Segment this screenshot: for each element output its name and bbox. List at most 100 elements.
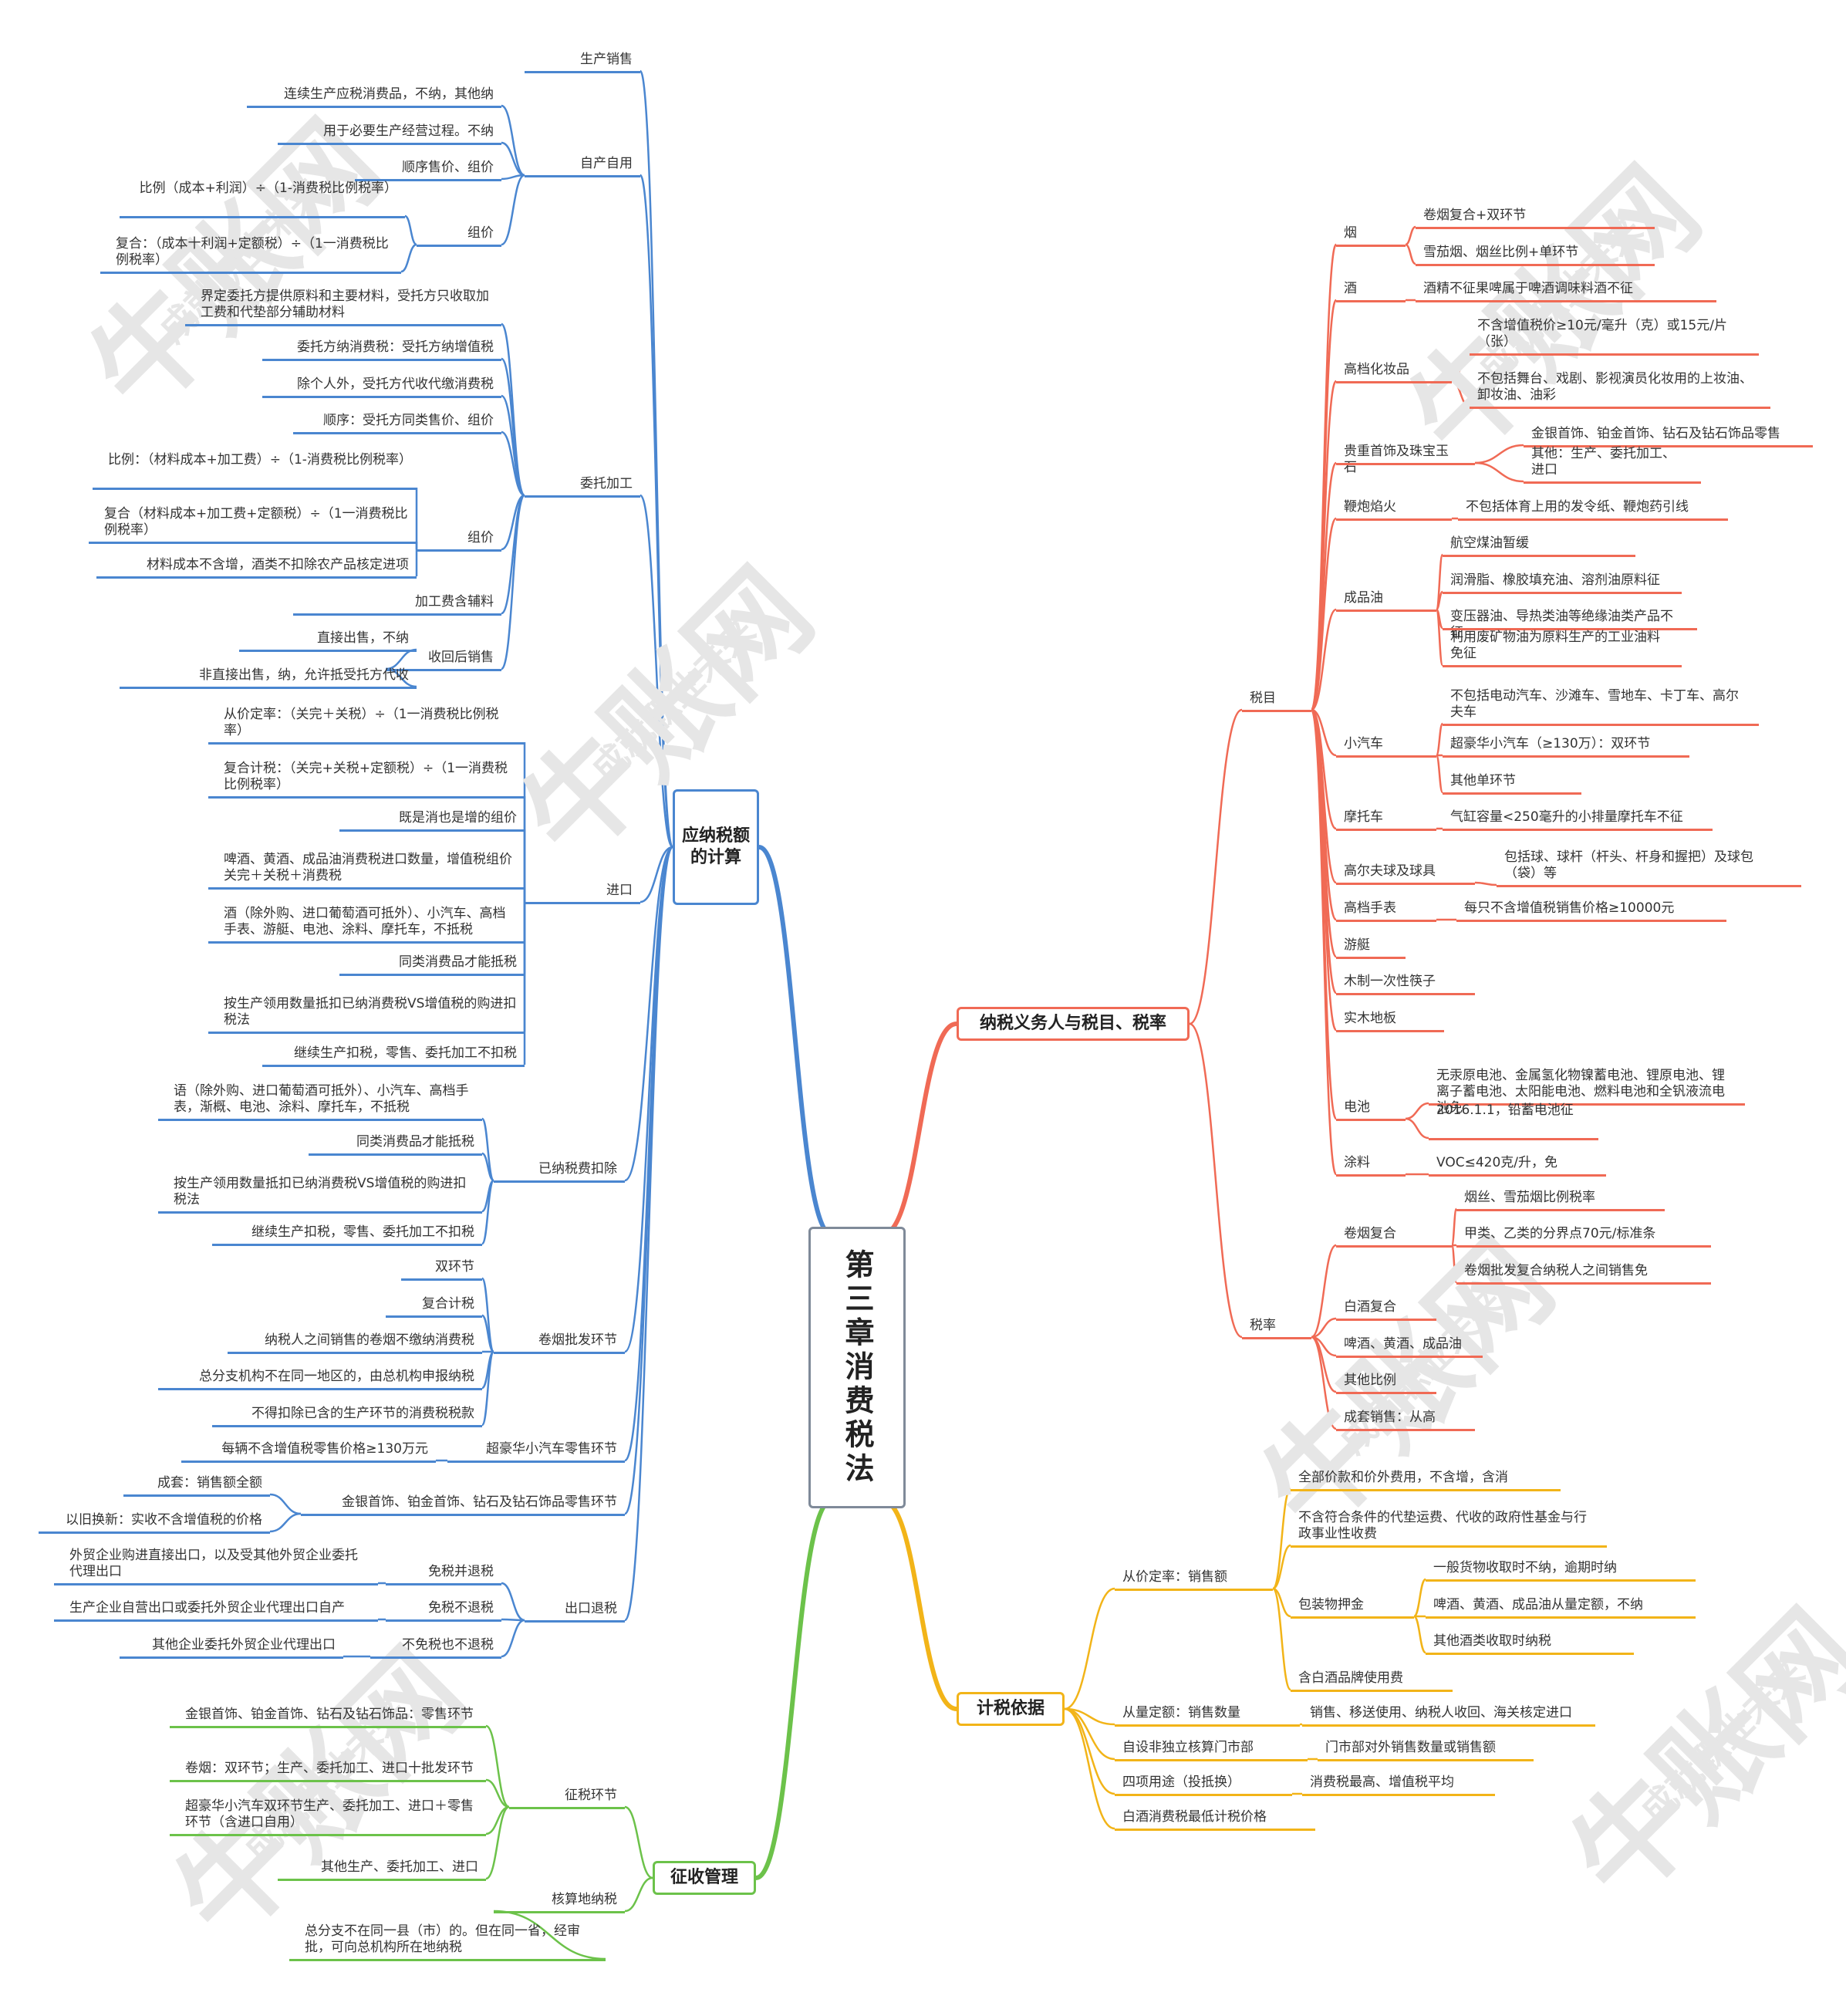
topic-node[interactable]: 总分支机构不在同一地区的，由总机构申报纳税 [199, 1369, 474, 1384]
topic-node[interactable]: 同类消费品才能抵税 [399, 954, 517, 970]
topic-node[interactable]: 高尔夫球及球具 [1344, 863, 1436, 879]
topic-node[interactable]: 纳税人之间销售的卷烟不缴纳消费税 [265, 1332, 474, 1348]
main-topic-node[interactable]: 计税依据 [957, 1692, 1065, 1726]
topic-node[interactable]: 语（除外购、进口葡萄酒可抵外）、小汽车、高档手表，渐概、电池、涂料、摩托车，不抵… [174, 1083, 469, 1115]
topic-node[interactable]: 木制一次性筷子 [1344, 974, 1436, 989]
topic-node[interactable]: 白酒复合 [1344, 1299, 1396, 1315]
topic-node[interactable]: 委托加工 [580, 476, 633, 491]
topic-node[interactable]: 从价定率：销售额 [1122, 1569, 1227, 1585]
topic-node[interactable]: 雪茄烟、烟丝比例+单环节 [1423, 245, 1579, 260]
topic-node[interactable]: 啤酒、黄酒、成品油消费税进口数量，增值税组价关完＋关税＋消费税 [224, 852, 512, 883]
topic-node[interactable]: 门市部对外销售数量或销售额 [1325, 1740, 1496, 1755]
topic-node[interactable]: 金银首饰、铂金首饰、钻石及钻石饰品零售 [1531, 426, 1780, 441]
topic-node[interactable]: 直接出售，不纳 [317, 630, 409, 646]
topic-node[interactable]: 不包括电动汽车、沙滩车、雪地车、卡丁车、高尔夫车 [1450, 688, 1739, 720]
topic-node[interactable]: 连续生产应税消费品，不纳，其他纳 [284, 86, 494, 102]
topic-node[interactable]: 高档化妆品 [1344, 362, 1409, 377]
topic-node[interactable]: 含白酒品牌使用费 [1298, 1670, 1403, 1686]
topic-node[interactable]: 顺序售价、组价 [402, 160, 494, 175]
topic-node[interactable]: 复合：（成本十利润+定额税）÷（1一消费税比例税率） [116, 236, 389, 268]
topic-node[interactable]: 除个人外，受托方代收代缴消费税 [297, 377, 494, 392]
topic-node[interactable]: 包装物押金 [1298, 1597, 1364, 1612]
topic-node[interactable]: 涂料 [1344, 1155, 1370, 1170]
topic-node[interactable]: 甲类、乙类的分界点70元/标准条 [1464, 1226, 1656, 1241]
topic-node[interactable]: 摩托车 [1344, 809, 1383, 825]
topic-node[interactable]: 气缸容量<250毫升的小排量摩托车不征 [1450, 809, 1683, 825]
topic-node[interactable]: 其他单环节 [1450, 773, 1516, 789]
topic-node[interactable]: 每只不含增值税销售价格≥10000元 [1464, 900, 1675, 916]
topic-node[interactable]: 界定委托方提供原料和主要材料，受托方只收取加工费和代垫部分辅助材料 [201, 289, 489, 320]
topic-node[interactable]: 加工费含辅料 [415, 594, 494, 610]
main-topic-node[interactable]: 纳税义务人与税目、税率 [957, 1007, 1190, 1041]
root-node[interactable]: 第三章消费税法 [808, 1227, 906, 1508]
topic-node[interactable]: 其他酒类收取时纳税 [1433, 1633, 1551, 1649]
topic-node[interactable]: 从价定率：（关完＋关税）÷（1一消费税比例税率） [224, 707, 499, 738]
topic-node[interactable]: 烟 [1344, 225, 1357, 241]
topic-node[interactable]: 复合计税 [422, 1296, 474, 1312]
topic-node[interactable]: VOC≤420克/升，免 [1436, 1155, 1558, 1170]
topic-node[interactable]: 外贸企业购进直接出口，以及受其他外贸企业委托代理出口 [69, 1548, 358, 1579]
topic-node[interactable]: 酒精不征果啤属于啤酒调味料酒不征 [1423, 281, 1633, 296]
topic-node[interactable]: 复合计税：（关完+关税+定额税）÷（1一消费税比例税率） [224, 761, 508, 792]
topic-node[interactable]: 同类消费品才能抵税 [356, 1134, 474, 1150]
topic-node[interactable]: 比例（成本+利润）÷（1-消费税比例税率） [139, 181, 397, 196]
topic-node[interactable]: 金银首饰、铂金首饰、钻石及钻石饰品零售环节 [342, 1494, 617, 1510]
topic-node[interactable]: 委托方纳消费税：受托方纳增值税 [297, 339, 494, 355]
topic-node[interactable]: 消费税最高、增值税平均 [1310, 1775, 1454, 1790]
topic-node[interactable]: 出口退税 [565, 1601, 617, 1616]
main-topic-node[interactable]: 应纳税额的计算 [673, 789, 759, 905]
topic-node[interactable]: 超豪华小汽车零售环节 [486, 1441, 617, 1457]
topic-node[interactable]: 生产销售 [580, 52, 633, 67]
topic-node[interactable]: 2016.1.1，铅蓄电池征 [1436, 1103, 1574, 1118]
topic-node[interactable]: 小汽车 [1344, 736, 1383, 751]
topic-node[interactable]: 顺序：受托方同类售价、组价 [323, 413, 494, 428]
main-topic-node[interactable]: 征收管理 [653, 1861, 756, 1895]
topic-node[interactable]: 生产企业自营出口或委托外贸企业代理出口自产 [69, 1600, 345, 1616]
topic-node[interactable]: 酒 [1344, 281, 1357, 296]
topic-node[interactable]: 其他比例 [1344, 1373, 1396, 1388]
topic-node[interactable]: 税目 [1250, 691, 1276, 706]
topic-node[interactable]: 按生产领用数量抵扣已纳消费税VS增值税的购进扣税法 [224, 996, 517, 1028]
topic-node[interactable]: 不含符合条件的代垫运费、代收的政府性基金与行政事业性收费 [1298, 1510, 1587, 1542]
topic-node[interactable]: 航空煤油暂缓 [1450, 535, 1529, 551]
topic-node[interactable]: 卷烟复合+双环节 [1423, 208, 1527, 223]
topic-node[interactable]: 收回后销售 [428, 650, 494, 665]
topic-node[interactable]: 免税并退税 [428, 1564, 494, 1579]
topic-node[interactable]: 既是消也是增的组价 [399, 810, 517, 826]
topic-node[interactable]: 贵重首饰及珠宝玉石 [1344, 444, 1449, 475]
topic-node[interactable]: 核算地纳税 [552, 1892, 617, 1907]
topic-node[interactable]: 酒（除外购、进口葡萄酒可抵外）、小汽车、高档手表、游艇、电池、涂料、摩托车，不抵… [224, 906, 506, 937]
topic-node[interactable]: 不免税也不退税 [402, 1637, 494, 1653]
topic-node[interactable]: 比例：（材料成本+加工费）÷（1-消费税比例税率） [108, 452, 412, 468]
topic-node[interactable]: 卷烟批发环节 [538, 1332, 617, 1348]
topic-node[interactable]: 电池 [1344, 1099, 1370, 1115]
topic-node[interactable]: 卷烟批发复合纳税人之间销售免 [1464, 1263, 1648, 1278]
topic-node[interactable]: 成套：销售额全额 [157, 1475, 262, 1491]
topic-node[interactable]: 一般货物收取时不纳，逾期时纳 [1433, 1560, 1617, 1575]
topic-node[interactable]: 四项用途（投抵换） [1122, 1775, 1240, 1790]
topic-node[interactable]: 总分支不在同一县（市）的。但在同一省，经审批，可向总机构所在地纳税 [305, 1923, 580, 1955]
topic-node[interactable]: 其他生产、委托加工、进口 [321, 1859, 478, 1875]
topic-node[interactable]: 每辆不含增值税零售价格≥130万元 [221, 1441, 428, 1457]
topic-node[interactable]: 利用废矿物油为原料生产的工业油料免征 [1450, 630, 1660, 661]
topic-node[interactable]: 包括球、球杆（杆头、杆身和握把）及球包（袋）等 [1504, 849, 1753, 881]
topic-node[interactable]: 鞭炮焰火 [1344, 499, 1396, 515]
topic-node[interactable]: 用于必要生产经营过程。不纳 [323, 123, 494, 139]
topic-node[interactable]: 组价 [467, 225, 494, 241]
topic-node[interactable]: 不包括舞台、戏剧、影视演员化妆用的上妆油、卸妆油、油彩 [1477, 371, 1753, 403]
topic-node[interactable]: 销售、移送使用、纳税人收回、海关核定进口 [1310, 1705, 1572, 1721]
topic-node[interactable]: 成品油 [1344, 590, 1383, 606]
topic-node[interactable]: 从量定额：销售数量 [1122, 1705, 1240, 1721]
topic-node[interactable]: 啤酒、黄酒、成品油从量定额，不纳 [1433, 1597, 1643, 1612]
topic-node[interactable]: 按生产领用数量抵扣已纳消费税VS增值税的购进扣税法 [174, 1176, 467, 1207]
topic-node[interactable]: 高档手表 [1344, 900, 1396, 916]
topic-node[interactable]: 不包括体育上用的发令纸、鞭炮药引线 [1466, 499, 1689, 515]
topic-node[interactable]: 超豪华小汽车双环节生产、委托加工、进口＋零售环节（含进口自用） [185, 1798, 474, 1830]
topic-node[interactable]: 无汞原电池、金属氢化物镍蓄电池、锂原电池、锂离子蓄电池、太阳能电池、燃料电池和全… [1436, 1068, 1725, 1116]
topic-node[interactable]: 组价 [467, 530, 494, 545]
topic-node[interactable]: 实木地板 [1344, 1011, 1396, 1026]
topic-node[interactable]: 免税不退税 [428, 1600, 494, 1616]
topic-node[interactable]: 不得扣除已含的生产环节的消费税税款 [251, 1406, 474, 1421]
topic-node[interactable]: 进口 [606, 883, 633, 898]
topic-node[interactable]: 非直接出售，纳，允许抵受托方代收 [199, 667, 409, 683]
